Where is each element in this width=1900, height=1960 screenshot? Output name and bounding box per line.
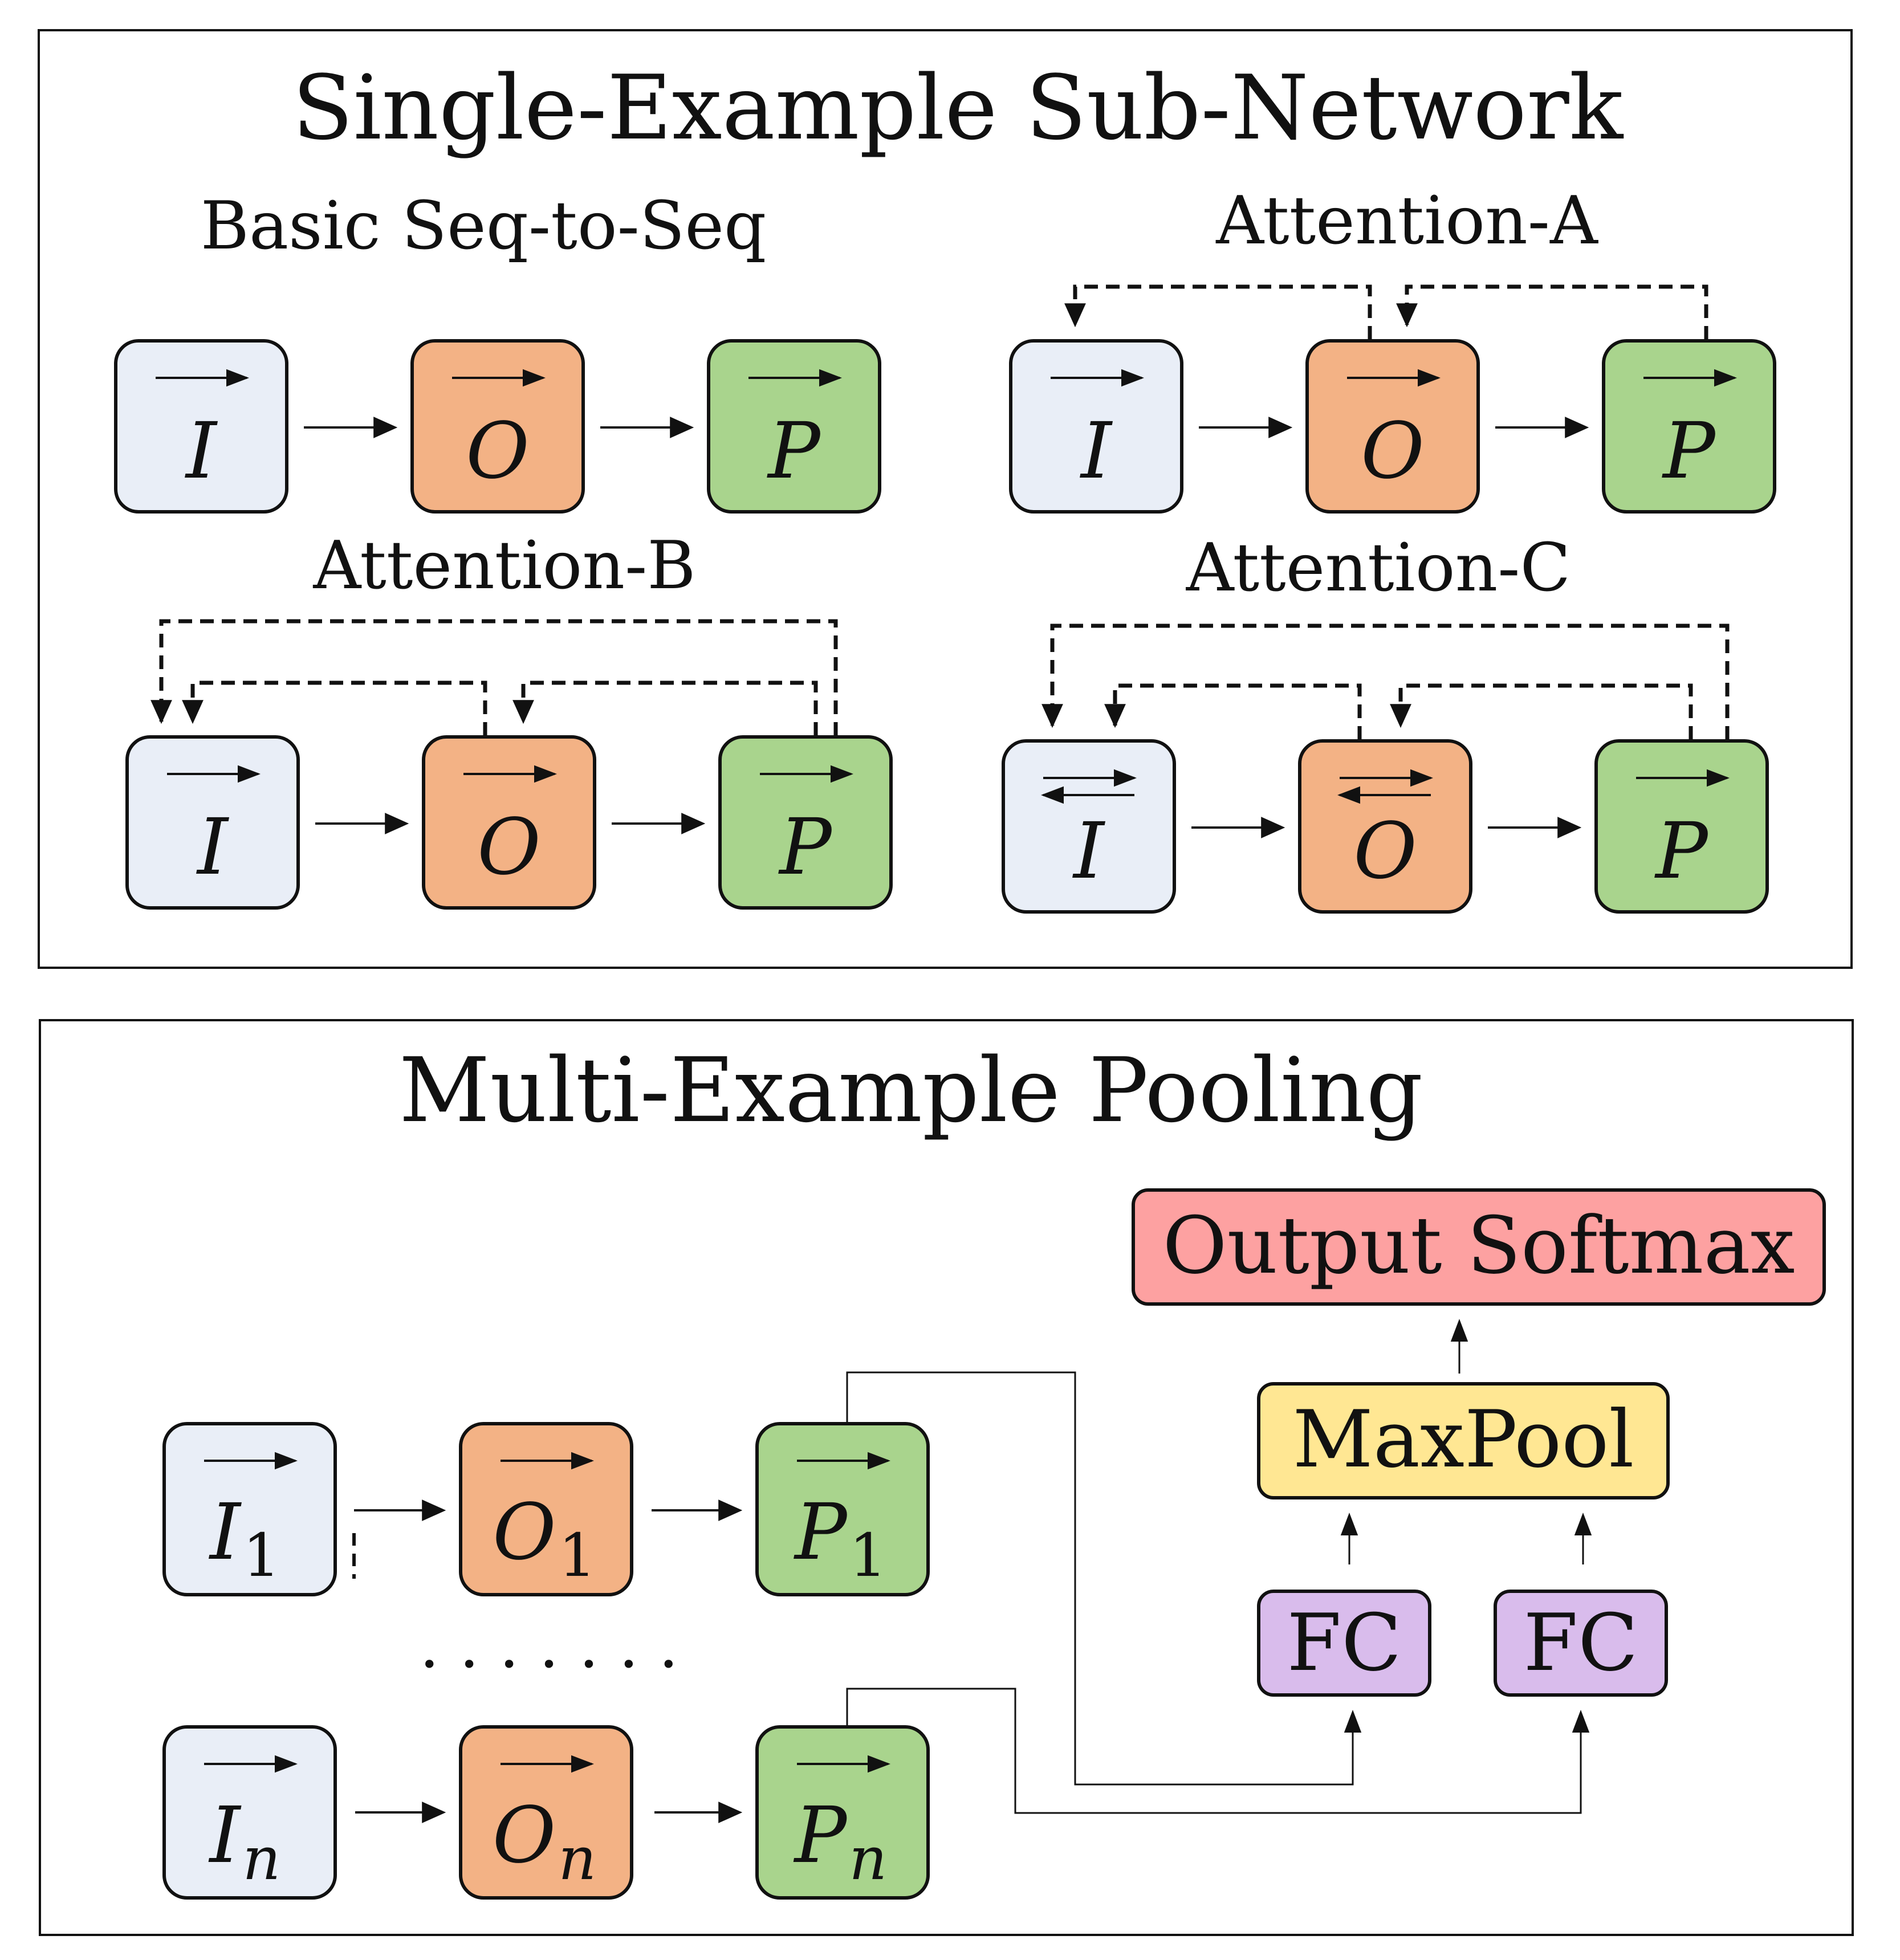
example-n-input-box: In [162, 1725, 337, 1900]
subscript: n [242, 1824, 280, 1893]
attn-c-program-box: P [1594, 739, 1769, 914]
variant-label-attention-c: Attention-C [1186, 529, 1571, 606]
subscript: 1 [559, 1521, 596, 1590]
example-1-output-box: O1 [459, 1422, 633, 1596]
variant-label-basic: Basic Seq-to-Seq [201, 188, 766, 264]
attention-link-program-to-output [512, 681, 818, 736]
bottom-panel-frame [39, 1019, 1854, 1936]
subscript: n [558, 1824, 596, 1893]
attn-b-output-box: O [422, 735, 596, 910]
bottom-panel-title: Multi-Example Pooling [399, 1038, 1423, 1142]
fc-box-1: FC [1257, 1590, 1431, 1697]
attention-link-program-to-output [1390, 683, 1693, 740]
attn-c-input-box: I [1002, 739, 1176, 914]
symbol-o-1: O1 [493, 1488, 596, 1590]
subscript: 1 [849, 1521, 887, 1590]
symbol-i: I [1079, 406, 1113, 496]
example-1-program-box: P1 [755, 1422, 930, 1596]
symbol-p: P [1661, 406, 1716, 496]
ellipsis: . . . . . . . [420, 1609, 679, 1682]
attn-b-program-box: P [718, 735, 893, 910]
attn-a-program-box: P [1602, 339, 1776, 514]
top-panel-title: Single-Example Sub-Network [292, 56, 1624, 160]
basic-program-box: P [707, 339, 881, 514]
attn-b-input-box: I [125, 735, 300, 910]
symbol-o: O [1361, 406, 1425, 496]
symbol-o: O [466, 406, 530, 496]
symbol-i: I [1072, 806, 1105, 897]
output-softmax-label: Output Softmax [1162, 1200, 1795, 1291]
example-n-program-box: Pn [755, 1725, 930, 1900]
fc-box-2: FC [1494, 1590, 1668, 1697]
maxpool-box: MaxPool [1257, 1382, 1670, 1499]
symbol-o: O [477, 802, 541, 893]
attn-a-output-box: O [1305, 339, 1480, 514]
variant-label-attention-b: Attention-B [312, 527, 695, 604]
symbol-p-n: Pn [793, 1791, 888, 1893]
symbol-i: I [196, 802, 229, 893]
subscript: 1 [243, 1521, 280, 1590]
symbol-p-1: P1 [793, 1488, 887, 1590]
symbol-i-n: In [208, 1791, 281, 1893]
attention-link-program-to-input-outer [150, 619, 838, 736]
example-1-input-box: I1 [162, 1422, 337, 1596]
example-n-output-box: On [459, 1725, 633, 1900]
link-program-n-to-fc-2 [846, 1688, 1590, 1814]
attention-link-output-to-input [1064, 284, 1372, 340]
symbol-o: O [1353, 806, 1417, 897]
basic-input-box: I [114, 339, 288, 514]
attn-c-output-box: O [1298, 739, 1472, 914]
attention-link-program-to-input-outer [1041, 624, 1730, 740]
fc-label: FC [1523, 1597, 1638, 1689]
attention-link-output-to-input [1104, 683, 1362, 740]
symbol-o-n: On [493, 1791, 596, 1893]
symbol-p: P [778, 802, 833, 893]
attn-a-input-box: I [1009, 339, 1183, 514]
attention-link-output-to-input [182, 681, 487, 736]
symbol-p: P [766, 406, 821, 496]
top-panel-frame [38, 29, 1853, 969]
attention-link-program-to-output [1396, 284, 1708, 340]
output-softmax-box: Output Softmax [1132, 1188, 1826, 1306]
symbol-i: I [184, 406, 218, 496]
variant-label-attention-a: Attention-A [1215, 182, 1598, 259]
link-program-1-to-fc-1 [846, 1371, 1362, 1786]
symbol-p: P [1654, 806, 1709, 897]
subscript: n [849, 1824, 887, 1893]
fc-label: FC [1287, 1597, 1401, 1689]
symbol-i-1: I1 [208, 1488, 280, 1590]
maxpool-label: MaxPool [1293, 1393, 1634, 1485]
basic-output-box: O [410, 339, 585, 514]
